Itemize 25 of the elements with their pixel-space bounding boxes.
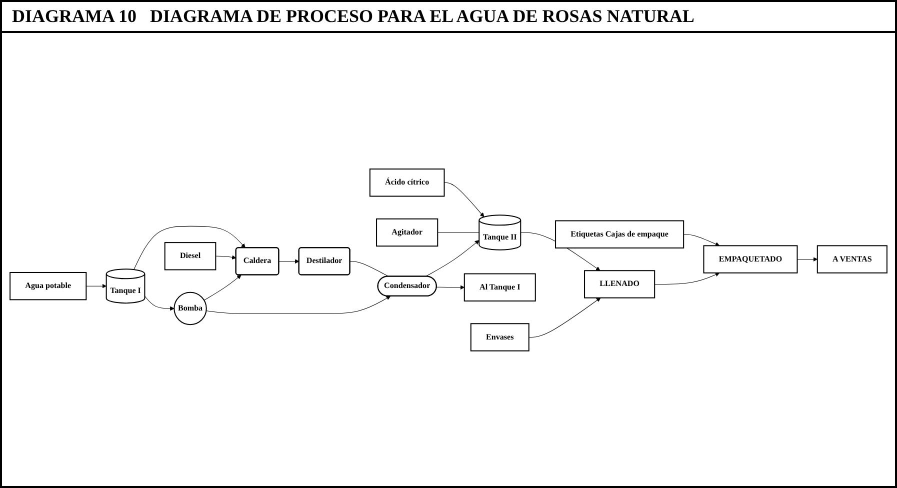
node-box: A VENTAS — [816, 244, 888, 273]
arrow — [204, 274, 242, 300]
node-circle: Bomba — [174, 291, 207, 325]
arrow — [134, 226, 246, 270]
arrow — [278, 258, 300, 264]
node-box: Ácido cítrico — [369, 168, 445, 196]
arrow — [436, 284, 465, 290]
node-box: Etiquetas Cajas de empaque — [555, 220, 684, 248]
arrow — [796, 256, 818, 262]
arrow — [144, 295, 174, 310]
node-box: Diesel — [164, 242, 216, 270]
node-box: Agitador — [376, 218, 438, 246]
arrow — [86, 283, 107, 288]
arrow — [528, 297, 601, 338]
diagram-title: DIAGRAMA 10 DIAGRAMA DE PROCESO PARA EL AGUA DE ROSAS NATURAL — [2, 2, 895, 33]
node-box: LLENADO — [584, 270, 656, 298]
arrow — [654, 272, 720, 284]
node-box: Envases — [470, 322, 530, 351]
node-box: Al Tanque I — [464, 272, 536, 302]
node-box: EMPAQUETADO — [703, 244, 798, 273]
node-box: Agua potable — [10, 272, 87, 300]
arrow — [683, 234, 720, 246]
arrow — [206, 296, 391, 314]
arrow — [444, 182, 484, 217]
arrow — [215, 254, 236, 260]
